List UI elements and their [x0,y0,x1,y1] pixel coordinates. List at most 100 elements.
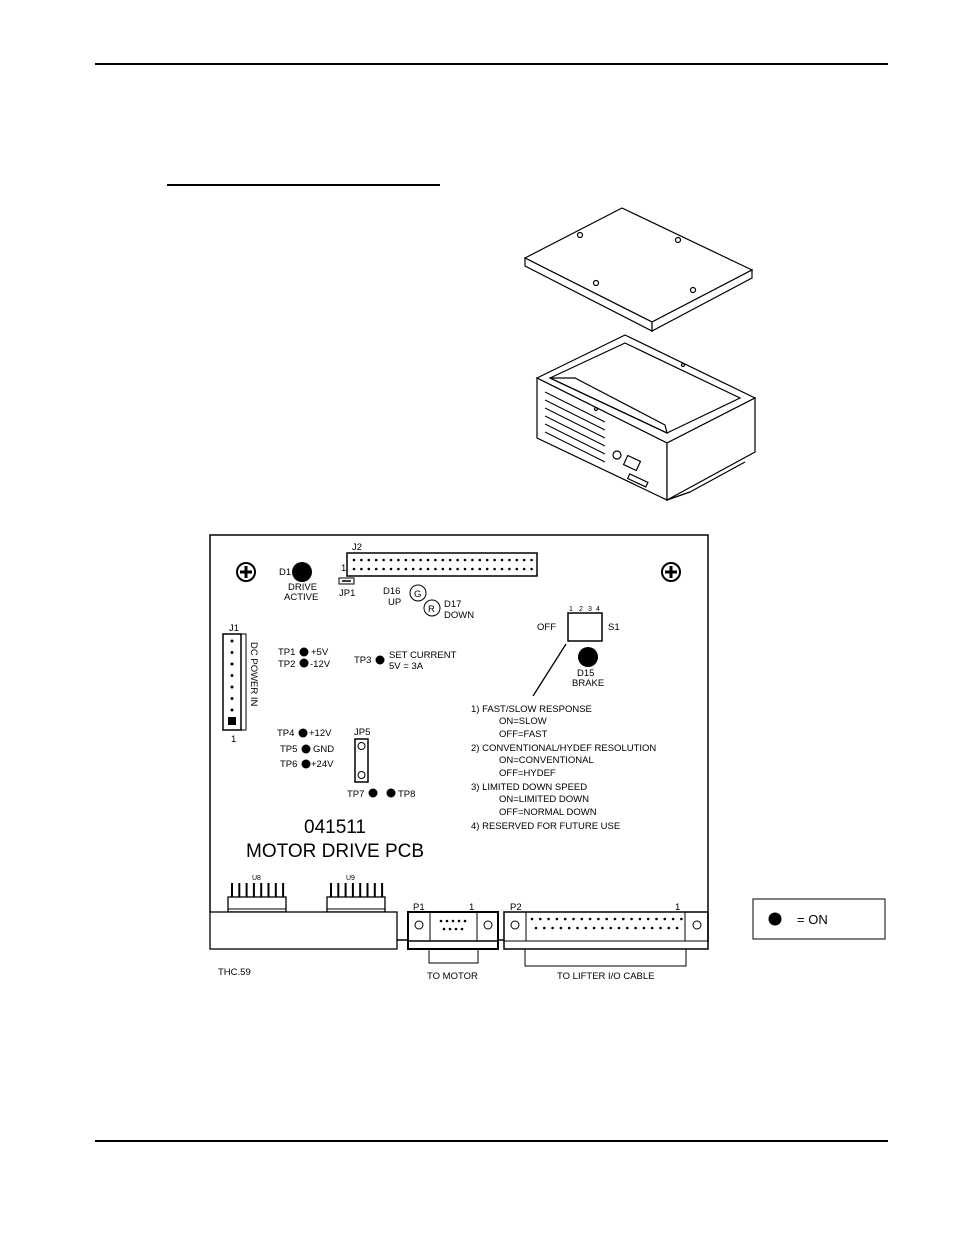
header-rule [95,63,888,65]
tp2-point [299,658,309,668]
j2-pin [419,567,422,571]
d1-drive-active-led [292,562,312,582]
j2-pin [434,558,437,562]
tp4-point [298,728,308,738]
u8-ref: U8 [252,875,261,882]
s1-pin: 3 [588,606,592,613]
j1-pin [230,697,234,700]
tp7-ref: TP7 [347,789,364,800]
tp3-ref: TP3 [354,655,371,666]
pcb-part-number: 041511 [304,817,366,838]
j2-pin [441,567,445,571]
j2-pin [515,558,519,562]
j2-pin [478,567,482,571]
j2-pin [522,558,526,562]
tp3-label: 5V = 3A [389,661,424,672]
p1-db9-connector [407,911,499,964]
s1-pin: 2 [579,606,583,613]
tp7-point [368,788,378,798]
j1-ref: J1 [229,623,239,634]
j2-pin [508,567,511,571]
j2-pin [360,567,363,571]
j2-pin [426,558,430,562]
j1-pin [230,708,234,712]
p2-pin [563,917,567,921]
jp5-jumper [354,738,369,783]
j2-pin [374,567,378,571]
p2-pin [638,917,642,921]
j2-pin [463,567,467,571]
tp8-point [386,788,396,798]
pcb-outline [209,534,709,942]
j2-pin [463,558,467,562]
j2-pin [367,558,371,562]
p2-pin [663,917,667,921]
p2-pin [530,917,534,921]
d17-label: DOWN [444,610,474,621]
enclosure-lid [523,207,754,332]
tp5-ref: TP5 [280,744,297,755]
p2-pin [675,926,679,930]
pcb-title: MOTOR DRIVE PCB [246,841,424,862]
p1-pin [454,927,458,931]
j2-pin [352,567,356,571]
p2-pin [601,926,604,930]
jp1-jumper [338,577,355,585]
p2-db37-connector [503,911,709,967]
d17-glyph: R [428,604,435,615]
p2-pin [617,926,621,930]
u9-ref: U9 [346,875,355,882]
p1-ref: P1 [413,902,425,913]
legend-on-indicator-icon [768,912,782,926]
legend-label: = ON [797,912,828,927]
j2-pin [448,567,452,571]
p2-pin [584,926,588,930]
d17-down-led [423,599,441,617]
p2-pin [630,917,633,921]
j2-pin [515,567,519,571]
mounting-hole-left [236,562,256,582]
j2-pin [500,558,504,562]
heatsink-bar [209,911,398,950]
p2-pin [551,926,554,930]
p1-pin [445,919,449,923]
tp8-ref: TP8 [398,789,415,800]
j2-pin [530,558,533,562]
s1-off-label: OFF [537,622,556,633]
j1-pin [230,662,234,666]
p1-pin1: 1 [469,902,474,913]
d15-brake-led [578,647,598,667]
p2-pin [547,917,550,921]
j2-pin [441,558,445,562]
p1-pin [442,927,446,931]
p2-pin [646,917,650,921]
j1-pin [230,685,234,689]
j2-pin1: 1 [341,563,346,574]
j1-label: DC POWER IN [248,642,259,707]
j2-pin [530,567,533,571]
p2-pin [622,917,625,921]
p2-pin [605,917,608,921]
j2-pin [404,567,408,571]
j2-pin [374,558,378,562]
s1-dip-switch [567,612,603,642]
j1-pin1: 1 [231,734,236,745]
j2-pin [493,558,496,562]
p2-pin [572,917,575,921]
p2-caption: TO LIFTER I/O CABLE [557,971,655,982]
j2-pin [360,558,363,562]
j2-pin [434,567,437,571]
enclosure-base [535,334,757,502]
tp6-voltage: +24V [311,759,334,770]
s1-leader-line [532,643,567,697]
j2-pin [493,567,496,571]
p2-ref: P2 [510,902,522,913]
d15-ref: D15 [577,668,594,679]
section-heading-underline [167,184,440,186]
tp1-point [299,647,309,657]
j2-pin [404,558,408,562]
p2-pin [576,926,579,930]
d17-ref: D17 [444,599,461,610]
p2-pin [680,917,683,921]
